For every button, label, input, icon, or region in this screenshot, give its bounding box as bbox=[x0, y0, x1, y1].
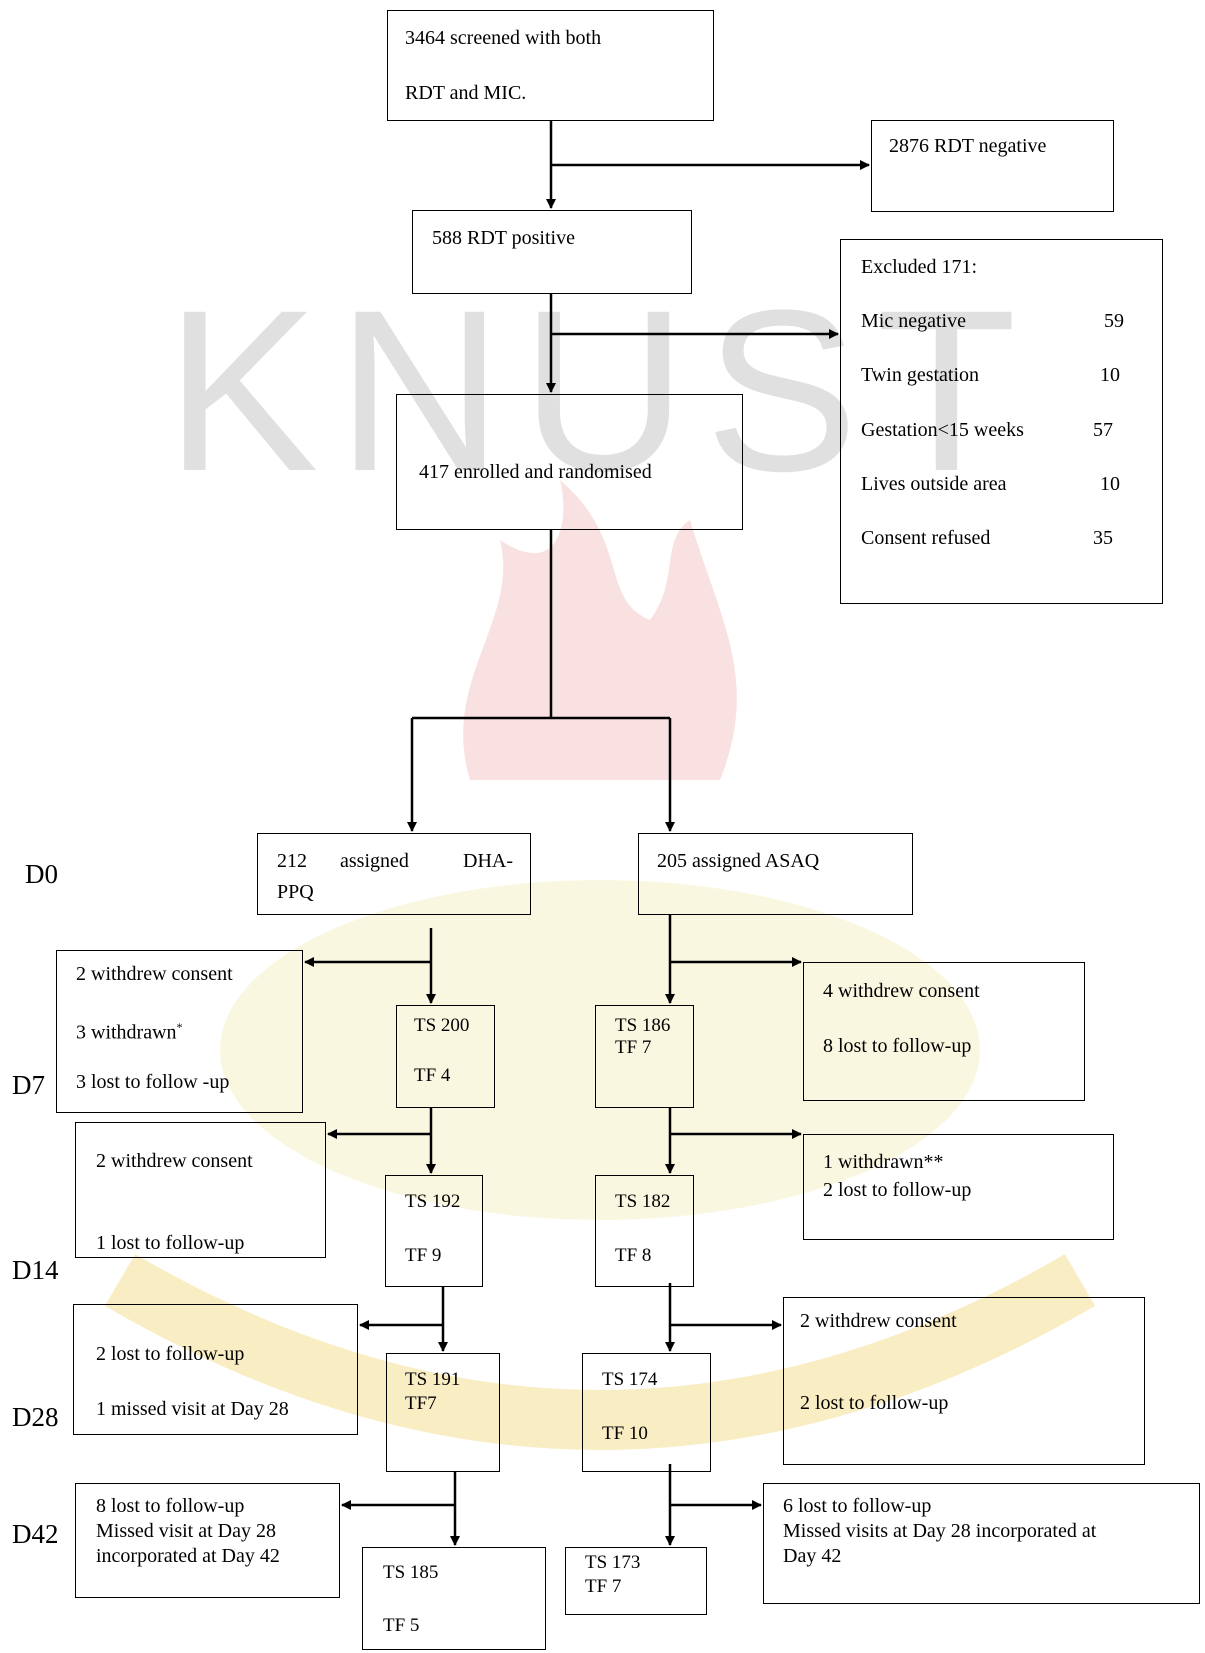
asaq-d42-ts: TS 173 bbox=[585, 1552, 641, 1573]
dha-d42-loss-line1: 8 lost to follow-up bbox=[96, 1495, 245, 1517]
day-label-d42: D42 bbox=[12, 1519, 59, 1549]
rdt-positive-box bbox=[412, 210, 692, 294]
day-label-d7: D7 bbox=[12, 1070, 45, 1100]
dha-d42-loss-line3: incorporated at Day 42 bbox=[96, 1545, 280, 1567]
asaq-assigned-label: 205 assigned ASAQ bbox=[657, 850, 820, 872]
dha-d42-ts: TS 185 bbox=[383, 1562, 439, 1583]
dha-d7-loss-line3: 3 lost to follow -up bbox=[76, 1071, 230, 1093]
dha-assigned-drug: DHA- bbox=[463, 850, 513, 872]
dha-d28-ts: TS 191 bbox=[405, 1369, 461, 1390]
asaq-d14-ts: TS 182 bbox=[615, 1191, 671, 1212]
dha-assigned-word: assigned bbox=[340, 850, 409, 872]
asaq-d7-loss-line1: 4 withdrew consent bbox=[823, 980, 980, 1002]
dha-d14-tf: TF 9 bbox=[405, 1245, 442, 1266]
dha-d28-loss-box bbox=[73, 1304, 358, 1435]
excluded-item-label: Lives outside area bbox=[861, 473, 1007, 495]
dha-d42-tf: TF 5 bbox=[383, 1615, 420, 1636]
dha-d7-box bbox=[396, 1005, 495, 1108]
asaq-d42-loss-line1: 6 lost to follow-up bbox=[783, 1495, 932, 1517]
rdt-positive-label: 588 RDT positive bbox=[432, 227, 575, 249]
asaq-d28-box bbox=[582, 1353, 711, 1472]
excluded-item-count: 10 bbox=[1100, 473, 1120, 495]
dha-d14-ts: TS 192 bbox=[405, 1191, 461, 1212]
screened-line1: 3464 screened with both bbox=[405, 27, 602, 49]
asaq-assigned-box bbox=[638, 833, 913, 915]
dha-d28-loss-line1: 2 lost to follow-up bbox=[96, 1343, 245, 1365]
asaq-d42-tf: TF 7 bbox=[585, 1576, 622, 1597]
day-label-d14: D14 bbox=[12, 1255, 59, 1285]
asaq-d28-tf: TF 10 bbox=[602, 1423, 648, 1444]
asaq-d28-loss-line1: 2 withdrew consent bbox=[800, 1310, 957, 1332]
enrolled-label: 417 enrolled and randomised bbox=[419, 461, 652, 483]
dha-d7-loss-line2-text: 3 withdrawn bbox=[76, 1021, 177, 1044]
asaq-d7-loss-box bbox=[803, 962, 1085, 1101]
day-label-d28: D28 bbox=[12, 1402, 59, 1432]
dha-d14-loss-line1: 2 withdrew consent bbox=[96, 1150, 253, 1172]
dha-d14-box bbox=[385, 1175, 483, 1287]
asaq-d28-loss-box bbox=[783, 1297, 1145, 1465]
dha-d42-loss-box bbox=[75, 1483, 340, 1598]
asaq-d14-loss-box bbox=[803, 1134, 1114, 1240]
asaq-d28-ts: TS 174 bbox=[602, 1369, 658, 1390]
excluded-item-count: 59 bbox=[1104, 310, 1124, 332]
dha-d7-tf: TF 4 bbox=[414, 1065, 451, 1086]
dha-d42-loss-line2: Missed visit at Day 28 bbox=[96, 1520, 276, 1542]
asaq-d14-tf: TF 8 bbox=[615, 1245, 652, 1266]
dha-d7-loss-footnote-mark: * bbox=[176, 1020, 183, 1034]
dha-assigned-count: 212 bbox=[277, 850, 307, 872]
dha-d7-loss-box bbox=[56, 950, 303, 1113]
asaq-d28-loss-line2: 2 lost to follow-up bbox=[800, 1392, 949, 1414]
asaq-d14-loss-line1: 1 withdrawn** bbox=[823, 1151, 944, 1173]
excluded-item-label: Gestation<15 weeks bbox=[861, 419, 1024, 441]
dha-d7-loss-line1: 2 withdrew consent bbox=[76, 963, 233, 985]
dha-d7-ts: TS 200 bbox=[414, 1015, 470, 1036]
screened-line2: RDT and MIC. bbox=[405, 82, 527, 104]
dha-assigned-box bbox=[257, 833, 531, 915]
asaq-d42-loss-line2: Missed visits at Day 28 incorporated at bbox=[783, 1520, 1097, 1542]
dha-d42-box bbox=[362, 1547, 546, 1650]
dha-d28-tf: TF7 bbox=[405, 1393, 437, 1414]
excluded-item-count: 10 bbox=[1100, 364, 1120, 386]
excluded-item-label: Consent refused bbox=[861, 527, 991, 549]
screened-box bbox=[387, 10, 714, 121]
asaq-d7-loss-line2: 8 lost to follow-up bbox=[823, 1035, 972, 1057]
dha-d28-box bbox=[386, 1353, 500, 1472]
asaq-d7-tf: TF 7 bbox=[615, 1037, 652, 1058]
asaq-d14-box bbox=[595, 1175, 694, 1287]
dha-d7-loss-line2: 3 withdrawn* bbox=[76, 1015, 183, 1045]
excluded-box bbox=[840, 239, 1163, 604]
day-label-d0: D0 bbox=[25, 859, 58, 889]
asaq-d42-loss-line3: Day 42 bbox=[783, 1545, 842, 1567]
enrolled-box bbox=[396, 394, 743, 530]
excluded-item-label: Twin gestation bbox=[861, 364, 980, 386]
asaq-d7-box bbox=[595, 1005, 694, 1108]
asaq-d42-box bbox=[565, 1547, 707, 1615]
asaq-d42-loss-box bbox=[763, 1483, 1200, 1604]
dha-d14-loss-line2: 1 lost to follow-up bbox=[96, 1232, 245, 1254]
excluded-item-count: 35 bbox=[1093, 527, 1113, 549]
asaq-d7-ts: TS 186 bbox=[615, 1015, 671, 1036]
asaq-d14-loss-line2: 2 lost to follow-up bbox=[823, 1179, 972, 1201]
dha-assigned-line2: PPQ bbox=[277, 881, 314, 903]
dha-d14-loss-box bbox=[75, 1122, 326, 1258]
excluded-item-label: Mic negative bbox=[861, 310, 966, 332]
dha-d28-loss-line2: 1 missed visit at Day 28 bbox=[96, 1398, 289, 1420]
rdt-negative-box bbox=[871, 120, 1114, 212]
rdt-negative-label: 2876 RDT negative bbox=[889, 135, 1047, 157]
excluded-title: Excluded 171: bbox=[861, 256, 978, 278]
excluded-item-count: 57 bbox=[1093, 419, 1113, 441]
